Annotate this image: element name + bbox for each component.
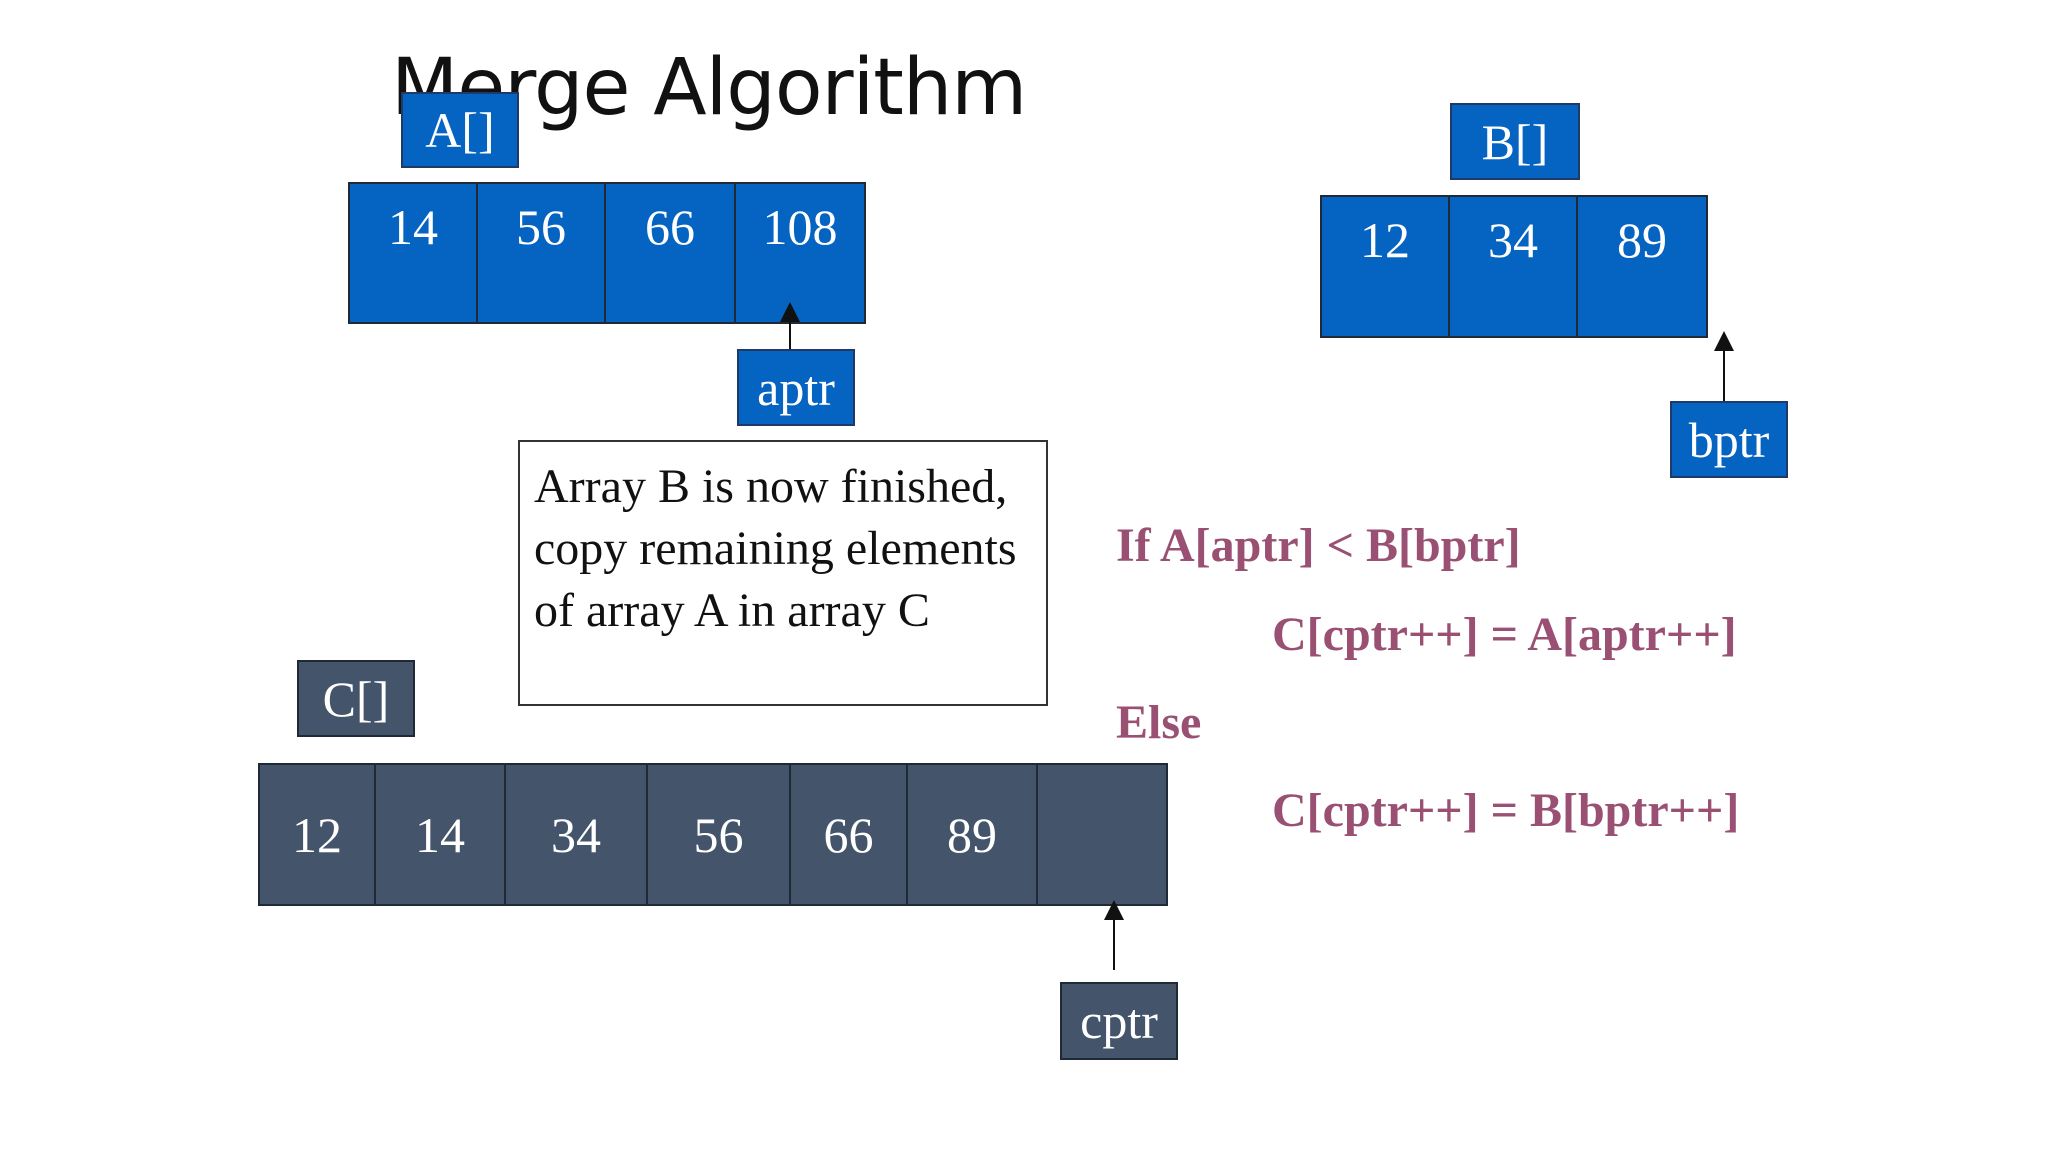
code-else-line: Else [1116,696,1202,749]
cptr-pointer: cptr [1060,982,1178,1060]
array-a-label: A[] [401,92,519,168]
array-a-cell: 66 [606,182,736,324]
array-c-label: C[] [297,660,415,737]
array-a-cell: 108 [736,182,866,324]
code-if-line: If A[aptr] < B[bptr] [1116,519,1521,572]
array-b-cell: 89 [1578,195,1708,338]
array-b-cell: 34 [1450,195,1578,338]
array-c-cell: 14 [376,763,506,906]
bptr-pointer: bptr [1670,401,1788,478]
array-b-cell: 12 [1320,195,1450,338]
array-c-cell [1038,763,1168,906]
array-b: 12 34 89 [1320,195,1708,338]
array-c-cell: 12 [258,763,376,906]
array-c-cell: 66 [791,763,908,906]
array-a-cell: 56 [478,182,606,324]
array-c-cell: 56 [648,763,791,906]
array-a: 14 56 66 108 [348,182,866,324]
code-copy-b-line: C[cptr++] = B[bptr++] [1272,784,1740,837]
array-c-cell: 34 [506,763,648,906]
array-b-label: B[] [1450,103,1580,180]
aptr-pointer: aptr [737,349,855,426]
array-a-cell: 14 [348,182,478,324]
array-c: 12 14 34 56 66 89 [258,763,1168,906]
array-c-cell: 89 [908,763,1038,906]
explanation-note: Array B is now finished, copy remaining … [518,440,1048,706]
code-copy-a-line: C[cptr++] = A[aptr++] [1272,608,1737,661]
